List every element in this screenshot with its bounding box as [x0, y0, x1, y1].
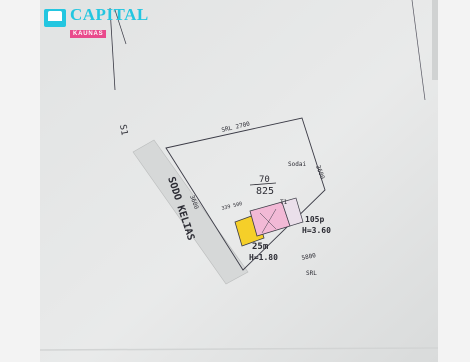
house-dims-label: 339 500 — [221, 201, 243, 212]
fraction-bar — [249, 182, 277, 186]
reference-line-right — [411, 0, 426, 101]
paper-fold-line — [40, 347, 438, 351]
logo-subtitle: KAUNAS — [70, 30, 107, 38]
bottom-boundary-label: 5800 — [301, 252, 317, 262]
lot-number-label: 70 — [259, 175, 270, 185]
annex-height-label: H=1.80 — [249, 253, 278, 262]
paper-edge — [432, 0, 438, 80]
capital-kaunas-logo: CAPITAL KAUNAS — [44, 6, 149, 38]
house-extension — [281, 197, 304, 227]
house-area-label: 105p — [305, 215, 324, 224]
logo-title: CAPITAL — [70, 5, 149, 24]
left-boundary-label: 3600 — [188, 194, 200, 210]
house-code-label: T1 — [280, 199, 288, 206]
house-diagonal — [259, 212, 277, 230]
road-strip — [132, 139, 249, 285]
garden-note-label: Sodai — [288, 161, 306, 168]
site-plan-drawing: S1 SODO KELIAS SRL 2700 3600 3600 Sodai … — [40, 0, 438, 362]
right-boundary-label: 3600 — [314, 164, 326, 180]
building-logo-icon — [44, 9, 66, 27]
lot-area-label: 825 — [256, 186, 274, 197]
lot-boundary — [165, 117, 326, 271]
annex-area-label: 25m — [252, 242, 269, 252]
edge-mark-label: S1 — [117, 124, 129, 136]
house-diagonal-2 — [261, 208, 277, 234]
bottom-note-label: SRL — [306, 270, 317, 277]
reference-line-top — [109, 7, 116, 91]
paper-sheet — [40, 0, 438, 362]
logo-text: CAPITAL KAUNAS — [70, 6, 149, 39]
house-height-label: H=3.60 — [302, 226, 331, 235]
site-plan-photo: S1 SODO KELIAS SRL 2700 3600 3600 Sodai … — [40, 0, 438, 362]
reference-line-short — [114, 9, 127, 45]
